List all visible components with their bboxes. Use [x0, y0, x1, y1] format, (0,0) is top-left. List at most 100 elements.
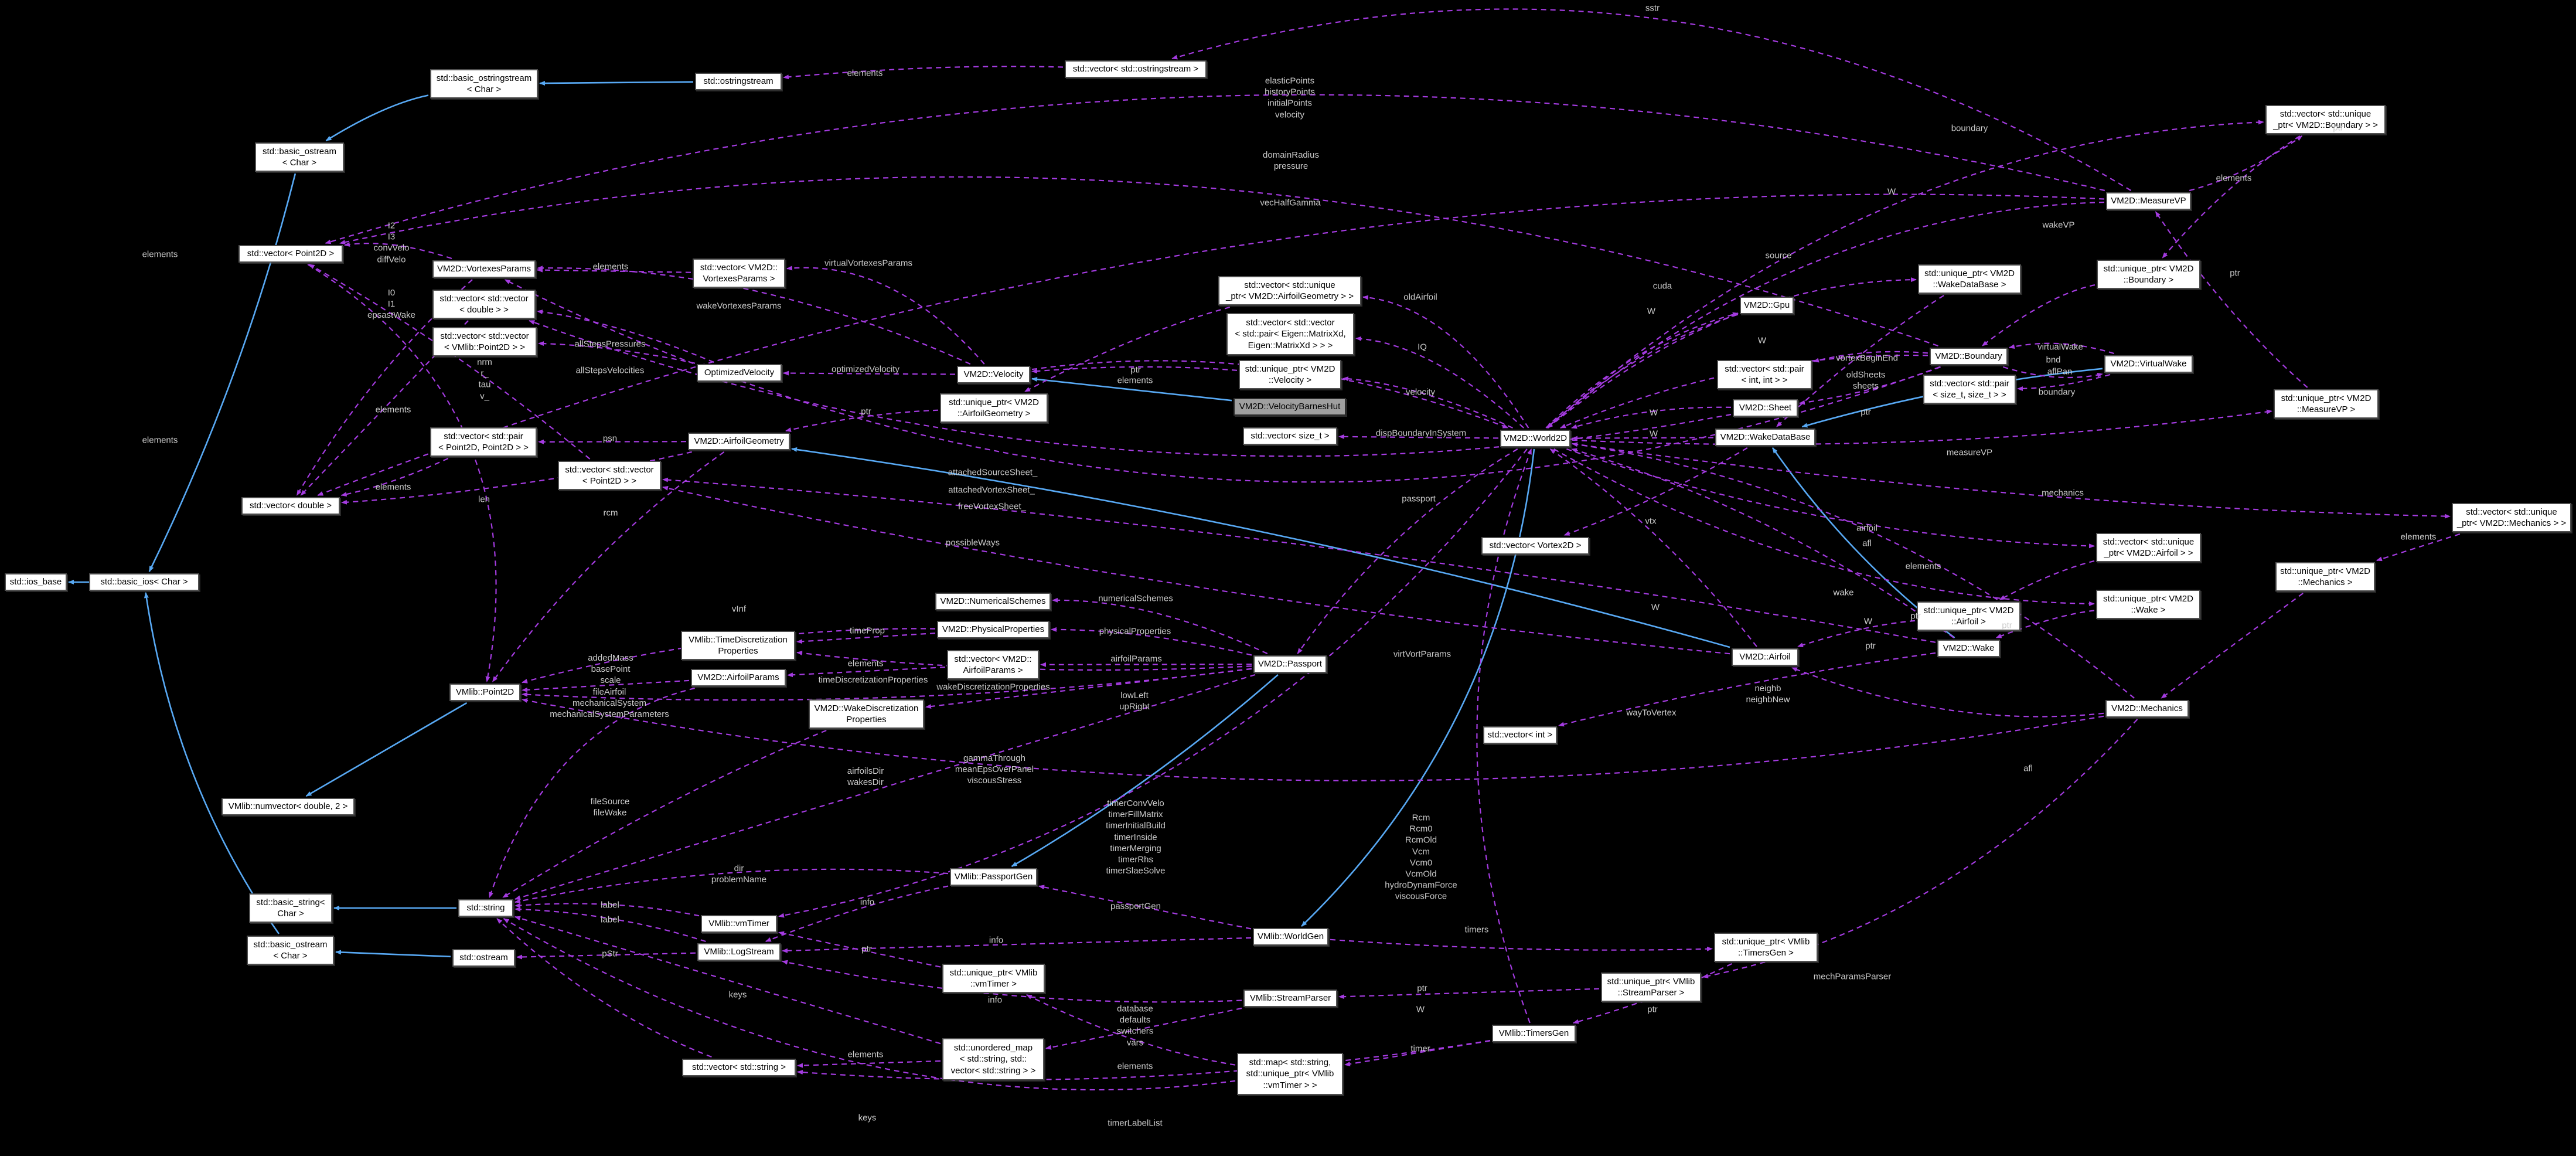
edge-label: ptr — [1417, 983, 1427, 994]
usage-edge — [340, 458, 449, 497]
class-node-sheet[interactable]: VM2D::Sheet — [1733, 399, 1798, 417]
class-node-vec_int[interactable]: std::vector< int > — [1483, 726, 1557, 744]
class-node-uptr_mechanics[interactable]: std::unique_ptr< VM2D ::Mechanics > — [2275, 562, 2375, 591]
class-node-vortexes_params[interactable]: VM2D::VortexesParams — [432, 260, 536, 278]
usage-edge — [1776, 295, 1944, 427]
class-node-passportgen[interactable]: VMlib::PassportGen — [950, 868, 1037, 886]
class-node-numerical_schemes[interactable]: VM2D::NumericalSchemes — [935, 593, 1051, 610]
edge-label: timer — [1410, 1043, 1430, 1054]
class-node-vec_string[interactable]: std::vector< std::string > — [682, 1059, 796, 1076]
class-node-vec_pair_sizet[interactable]: std::vector< std::pair < size_t, size_t … — [1923, 375, 2016, 404]
class-node-vec_ostringstream[interactable]: std::vector< std::ostringstream > — [1065, 60, 1207, 78]
inheritance-edge — [335, 950, 451, 958]
class-node-timersgen[interactable]: VMlib::TimersGen — [1492, 1025, 1576, 1042]
class-node-vec_vortex2d[interactable]: std::vector< Vortex2D > — [1481, 537, 1589, 555]
usage-edge — [2162, 135, 2301, 259]
class-node-passport[interactable]: VM2D::Passport — [1253, 655, 1327, 673]
class-node-mechanics[interactable]: VM2D::Mechanics — [2105, 700, 2189, 718]
class-node-vec_vec_double[interactable]: std::vector< std::vector < double > > — [432, 290, 536, 319]
class-node-vec_point2d[interactable]: std::vector< Point2D > — [238, 245, 343, 263]
usage-edge — [1995, 610, 2095, 639]
class-node-worldgen[interactable]: VMlib::WorldGen — [1253, 928, 1328, 946]
class-node-streamparser[interactable]: VMlib::StreamParser — [1243, 990, 1337, 1007]
class-node-gpu[interactable]: VM2D::Gpu — [1740, 297, 1794, 314]
class-node-vec_pair_int[interactable]: std::vector< std::pair < int, int > > — [1717, 360, 1812, 389]
class-node-vec_double[interactable]: std::vector< double > — [241, 497, 340, 515]
class-node-ostringstream[interactable]: std::ostringstream — [695, 73, 782, 90]
usage-edge — [765, 885, 949, 943]
class-node-airfoilparams[interactable]: VM2D::AirfoilParams — [691, 669, 786, 686]
class-node-vmtimer[interactable]: VMlib::vmTimer — [701, 915, 777, 933]
edge-label: ptr — [2002, 620, 2012, 631]
class-node-unordered_map[interactable]: std::unordered_map < std::string, std:: … — [942, 1038, 1044, 1080]
class-node-velocity_barneshut[interactable]: VM2D::VelocityBarnesHut — [1234, 398, 1346, 416]
class-node-time_discr_props[interactable]: VMlib::TimeDiscretization Properties — [681, 631, 795, 660]
class-node-airfoil[interactable]: VM2D::Airfoil — [1732, 648, 1798, 666]
class-node-vec_uptr_airfoilgeom[interactable]: std::vector< std::unique _ptr< VM2D::Air… — [1218, 276, 1361, 305]
edge-label: optimizedVelocity — [832, 364, 899, 375]
edge-label: wakeVP — [2042, 220, 2075, 230]
class-node-vec_uptr_boundary[interactable]: std::vector< std::unique _ptr< VM2D::Bou… — [2265, 105, 2386, 134]
usage-edge — [1566, 448, 2095, 549]
class-node-basic_ostream_top[interactable]: std::basic_ostream < Char > — [255, 142, 344, 172]
inheritance-edge — [1011, 674, 1279, 868]
class-node-uptr_vmtimer[interactable]: std::unique_ptr< VMlib ::vmTimer > — [942, 964, 1045, 993]
edge-label: wakeVortexesParams — [696, 301, 782, 311]
class-node-uptr_airfoil_geometry[interactable]: std::unique_ptr< VM2D ::AirfoilGeometry … — [940, 393, 1048, 423]
edge-label: airfoilsDir wakesDir — [847, 766, 884, 787]
class-node-vec_vec_p2d2[interactable]: std::vector< std::vector < Point2D > > — [558, 461, 661, 490]
class-node-uptr_boundary[interactable]: std::unique_ptr< VM2D ::Boundary > — [2097, 260, 2200, 289]
edge-label: afl — [2023, 763, 2033, 774]
class-node-world2d[interactable]: VM2D::World2D — [1500, 430, 1570, 447]
class-node-point2d[interactable]: VMlib::Point2D — [449, 684, 520, 701]
class-node-uptr_velocity[interactable]: std::unique_ptr< VM2D ::Velocity > — [1239, 360, 1341, 389]
inheritance-edge — [325, 94, 429, 142]
edge-label: domainRadius pressure — [1263, 149, 1319, 171]
class-node-velocity[interactable]: VM2D::Velocity — [957, 366, 1030, 383]
class-node-vec_airfoilparams[interactable]: std::vector< VM2D:: AirfoilParams > — [947, 650, 1039, 679]
class-node-vec_uptr_airfoil[interactable]: std::vector< std::unique _ptr< VM2D::Air… — [2096, 533, 2201, 562]
class-node-basic_string[interactable]: std::basic_string< Char > — [249, 893, 332, 923]
edge-label: mechanics — [2042, 488, 2084, 498]
class-node-vec_vec_pair_eigen[interactable]: std::vector< std::vector < std::pair< Ei… — [1226, 313, 1354, 355]
class-node-vec_uptr_mechanics[interactable]: std::vector< std::unique _ptr< VM2D::Mec… — [2452, 503, 2571, 532]
class-node-basic_ostream_bottom[interactable]: std::basic_ostream < Char > — [247, 936, 334, 965]
class-node-logstream[interactable]: VMlib::LogStream — [697, 943, 781, 961]
class-node-string[interactable]: std::string — [458, 899, 513, 917]
class-node-ostream[interactable]: std::ostream — [452, 949, 515, 967]
class-node-uptr_measurevp[interactable]: std::unique_ptr< VM2D ::MeasureVP > — [2274, 389, 2379, 419]
usage-edge — [522, 679, 690, 692]
class-node-optimized_velocity[interactable]: OptimizedVelocity — [697, 364, 782, 382]
class-node-uptr_timersgen[interactable]: std::unique_ptr< VMlib ::TimersGen > — [1714, 933, 1818, 962]
usage-edge — [1791, 667, 2104, 718]
edge-label: passport — [1402, 494, 1436, 504]
usage-edge — [537, 266, 971, 365]
class-node-vec_vortexesparams[interactable]: std::vector< VM2D:: VortexesParams > — [693, 259, 785, 288]
class-node-uptr_airfoil[interactable]: std::unique_ptr< VM2D ::Airfoil > — [1917, 601, 2020, 631]
class-node-airfoil_geometry[interactable]: VM2D::AirfoilGeometry — [688, 433, 790, 450]
class-node-ios_base[interactable]: std::ios_base — [5, 573, 67, 591]
class-node-wake_discr_props[interactable]: VM2D::WakeDiscretization Properties — [809, 699, 924, 729]
edge-label: numericalSchemes — [1098, 593, 1173, 604]
class-node-physical_properties[interactable]: VM2D::PhysicalProperties — [937, 621, 1050, 638]
class-node-uptr_streamparser[interactable]: std::unique_ptr< VMlib ::StreamParser > — [1601, 973, 1701, 1002]
edge-label: attachedVortexSheet_ — [948, 485, 1035, 495]
usage-edge — [1563, 447, 1748, 536]
class-node-basic_ostringstream[interactable]: std::basic_ostringstream < Char > — [430, 69, 538, 98]
class-node-measurevp[interactable]: VM2D::MeasureVP — [2106, 192, 2191, 210]
class-node-vec_size_t[interactable]: std::vector< size_t > — [1243, 427, 1337, 445]
edge-label: W — [1416, 1004, 1425, 1015]
class-node-uptr_wakedatabase[interactable]: std::unique_ptr< VM2D ::WakeDataBase > — [1918, 264, 2021, 294]
class-node-vec_vec_point2d[interactable]: std::vector< std::vector < VMlib::Point2… — [432, 327, 537, 356]
edge-label: fileSource fileWake — [590, 796, 630, 818]
class-node-map_timer[interactable]: std::map< std::string, std::unique_ptr< … — [1237, 1053, 1343, 1095]
class-node-uptr_wake[interactable]: std::unique_ptr< VM2D ::Wake > — [2096, 590, 2200, 619]
class-node-boundary[interactable]: VM2D::Boundary — [1930, 348, 2008, 365]
class-node-wakedatabase[interactable]: VM2D::WakeDataBase — [1715, 429, 1815, 446]
class-node-basic_ios[interactable]: std::basic_ios< Char > — [89, 573, 199, 591]
class-node-numvector[interactable]: VMlib::numvector< double, 2 > — [222, 798, 355, 815]
class-node-vec_pair_p2d[interactable]: std::vector< std::pair < Point2D, Point2… — [430, 427, 537, 457]
class-node-virtualwake[interactable]: VM2D::VirtualWake — [2104, 355, 2193, 373]
usage-edge — [1330, 939, 1713, 951]
class-node-wake[interactable]: VM2D::Wake — [1937, 640, 2000, 657]
